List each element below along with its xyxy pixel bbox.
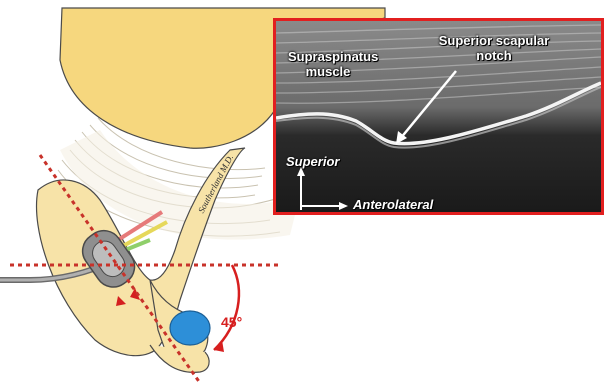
supraspinatus-label-line1: Supraspinatus: [288, 49, 368, 64]
vessel: [170, 311, 210, 345]
supraspinatus-label: Supraspinatus muscle: [288, 49, 368, 79]
angle-label: 45°: [221, 314, 242, 330]
anterolateral-label: Anterolateral: [353, 197, 433, 212]
angle-arc: [214, 265, 239, 350]
notch-label-line2: notch: [424, 48, 564, 63]
superior-label: Superior: [286, 154, 339, 169]
notch-label: Superior scapular notch: [424, 33, 564, 63]
notch-label-line1: Superior scapular: [424, 33, 564, 48]
ultrasound-image-panel: Supraspinatus muscle Superior scapular n…: [273, 18, 604, 215]
supraspinatus-label-line2: muscle: [288, 64, 368, 79]
